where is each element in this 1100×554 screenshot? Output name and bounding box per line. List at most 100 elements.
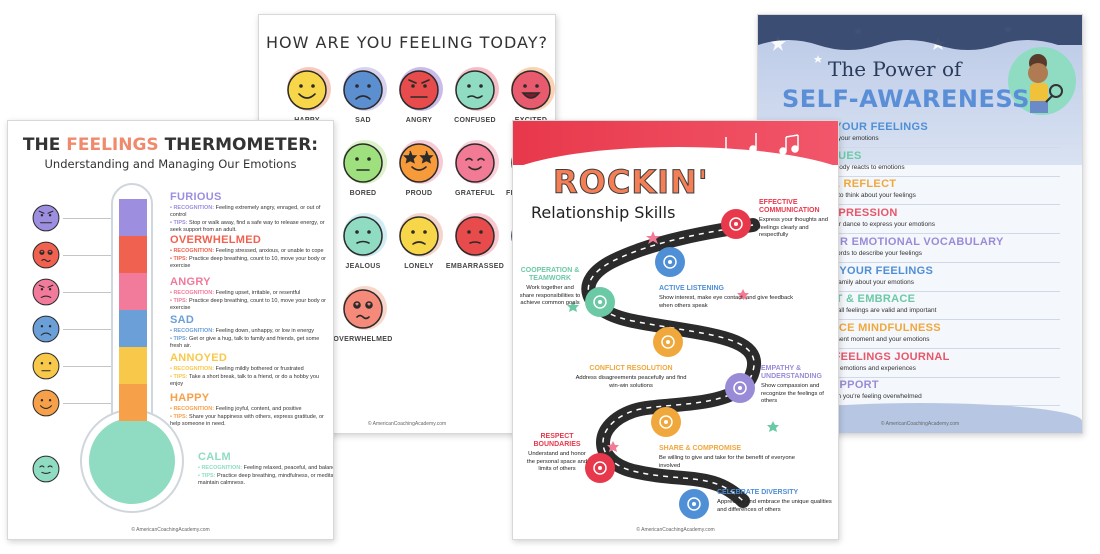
feeling-face-sad: SAD: [335, 65, 391, 139]
recognition-text: • RECOGNITION: Feeling down, unhappy, or…: [170, 328, 314, 334]
poster-footer: © AmericanCoachingAcademy.com: [636, 527, 715, 533]
poster-title-line1: The Power of: [828, 57, 962, 81]
self-awareness-tip: ...P A FEELINGS JOURNAL...about your emo…: [802, 351, 1072, 372]
feeling-face-confused: CONFUSED: [447, 65, 503, 139]
furious-face-icon: [29, 201, 63, 235]
child-magnifier-illustration-icon: [1008, 47, 1076, 115]
bored-face-icon: [343, 143, 383, 183]
feeling-label: JEALOUS: [345, 263, 381, 270]
happy-face-icon: [29, 386, 63, 420]
thermometer-segment-furious: [119, 199, 147, 236]
thermometer-segment-happy: [119, 384, 147, 421]
tip-heading: ...ACTICE MINDFULNESS: [802, 321, 941, 334]
tips-text: • TIPS: Get or give a hug, talk to famil…: [170, 336, 320, 349]
angry-face-icon: [399, 70, 439, 110]
thermometer-segment-overwhelmed: [119, 236, 147, 273]
tip-description: ...about your emotions and experiences: [802, 364, 916, 372]
self-awareness-tip: ...ACTICE MINDFULNESS...on the present m…: [802, 322, 1072, 343]
feeling-label: CONFUSED: [454, 117, 496, 124]
self-awareness-tip: ...NK & REFLECT...a moment to think abou…: [802, 178, 1072, 199]
skill-heading: EFFECTIVE COMMUNICATION: [759, 199, 820, 214]
bulb-fill: [89, 418, 175, 504]
tips-text: • TIPS: Share your happiness with others…: [170, 414, 324, 427]
confused-face-icon: [455, 70, 495, 110]
tip-heading: ...K SUPPORT: [802, 379, 879, 392]
emotion-section-sad: SAD• RECOGNITION: Feeling down, unhappy,…: [170, 314, 330, 350]
tip-description: ...t, writing, or dance to express your …: [802, 221, 935, 229]
tip-heading: ... YOUR EMOTIONAL VOCABULARY: [802, 235, 1004, 248]
tip-heading: ...ARE YOUR FEELINGS: [802, 264, 934, 277]
happy-face-icon: [287, 70, 327, 110]
divider: [802, 347, 1060, 349]
skill-description: Show compassion and recognize the feelin…: [761, 383, 824, 404]
recognition-text: • RECOGNITION: Feeling joyful, content, …: [170, 406, 302, 412]
recognition-text: • RECOGNITION: Feeling upset, irritable,…: [170, 290, 301, 296]
feeling-face-grateful: GRATEFUL: [447, 138, 503, 212]
connector-line: [63, 255, 111, 256]
skill-description: Appreciate and embrace the unique qualit…: [717, 499, 832, 513]
emotion-section-annoyed: ANNOYED• RECOGNITION: Feeling mildly bot…: [170, 352, 330, 388]
feeling-face-excited: EXCITED: [503, 65, 555, 139]
title-pre: THE: [22, 135, 67, 155]
ear-icon: [655, 247, 685, 277]
stars-decoration: [758, 15, 1082, 63]
winding-road: [567, 218, 779, 508]
connector-line: [63, 292, 111, 293]
feeling-face-overwhelmed: OVERWHELMED: [333, 284, 392, 358]
feelings-thermometer-poster: THE FEELINGS THERMOMETER: Understanding …: [7, 120, 334, 540]
megaphone-icon: [721, 209, 751, 239]
divider: [802, 147, 1060, 148]
feeling-label: PROUD: [405, 190, 433, 197]
recognition-text: • RECOGNITION: Feeling relaxed, peaceful…: [198, 465, 334, 471]
thermometer-segment-annoyed: [119, 347, 147, 384]
divider: [802, 175, 1060, 177]
excited-face-icon: [511, 70, 551, 110]
self-awareness-tip: ...F-EXPRESSION...t, writing, or dance t…: [802, 207, 1072, 228]
feeling-face-bored: BORED: [335, 138, 391, 212]
annoyed-face-icon: [29, 349, 63, 383]
poster-footer: © AmericanCoachingAcademy.com: [131, 527, 210, 533]
poster-title-rockin: ROCKIN': [553, 163, 709, 202]
emotion-name: FURIOUS: [170, 191, 222, 203]
tips-text: • TIPS: Practice deep breathing, mindful…: [198, 473, 334, 486]
relationship-skills-poster: ROCKIN' Relationship Skills EFFECTIVE CO…: [512, 120, 839, 540]
tip-heading: FEEL YOUR FEELINGS: [802, 121, 929, 133]
divider: [802, 376, 1060, 378]
sad-face-icon: [343, 70, 383, 110]
tip-heading: ...NK & REFLECT: [802, 178, 897, 191]
feeling-label: LONELY: [404, 263, 434, 270]
self-awareness-tip: ...CEPT & EMBRACE...stand that all feeli…: [802, 293, 1072, 314]
skill-heading: SHARE & COMPROMISE: [659, 445, 742, 452]
feeling-face-angry: ANGRY: [391, 65, 447, 139]
feeling-label: EMBARRASSED: [445, 263, 505, 270]
feeling-face-embarrassed: EMBARRASSED: [446, 211, 504, 285]
party-icon: [679, 489, 709, 519]
skill-heading: RESPECT BOUNDARIES: [533, 433, 581, 448]
divider: [802, 319, 1060, 321]
emotion-name: HAPPY: [170, 392, 210, 404]
skill-heading: EMPATHY & UNDERSTANDING: [761, 365, 822, 380]
connector-line: [63, 218, 111, 219]
skill-heading: COOPERATION & TEAMWORK: [520, 267, 580, 282]
self-awareness-tip: ...Y CLUES...how your body reacts to emo…: [802, 150, 1072, 171]
feeling-face-lonely: LONELY: [391, 211, 447, 285]
thermometer-segment-sad: [119, 310, 147, 347]
thermometer-bulb: [80, 409, 184, 513]
skill-description: Express your thoughts and feelings clear…: [759, 217, 828, 238]
tips-text: • TIPS: Stop or walk away, find a safe w…: [170, 220, 325, 233]
angry-face-icon: [29, 275, 63, 309]
recognition-text: • RECOGNITION: Feeling mildly bothered o…: [170, 366, 304, 372]
tip-description: ...how your body reacts to emotions: [802, 163, 905, 171]
divider: [802, 261, 1060, 263]
skill-description: Show interest, make eye contact, and giv…: [659, 295, 794, 309]
lonely-face-icon: [399, 216, 439, 256]
skill-description: Work together and share responsibilities…: [519, 285, 581, 306]
poster-title: HOW ARE YOU FEELING TODAY?: [266, 33, 548, 52]
feeling-face-proud: PROUD: [391, 138, 447, 212]
tip-heading: ...CEPT & EMBRACE: [802, 293, 916, 306]
emotion-section-angry: ANGRY• RECOGNITION: Feeling upset, irrit…: [170, 276, 330, 312]
